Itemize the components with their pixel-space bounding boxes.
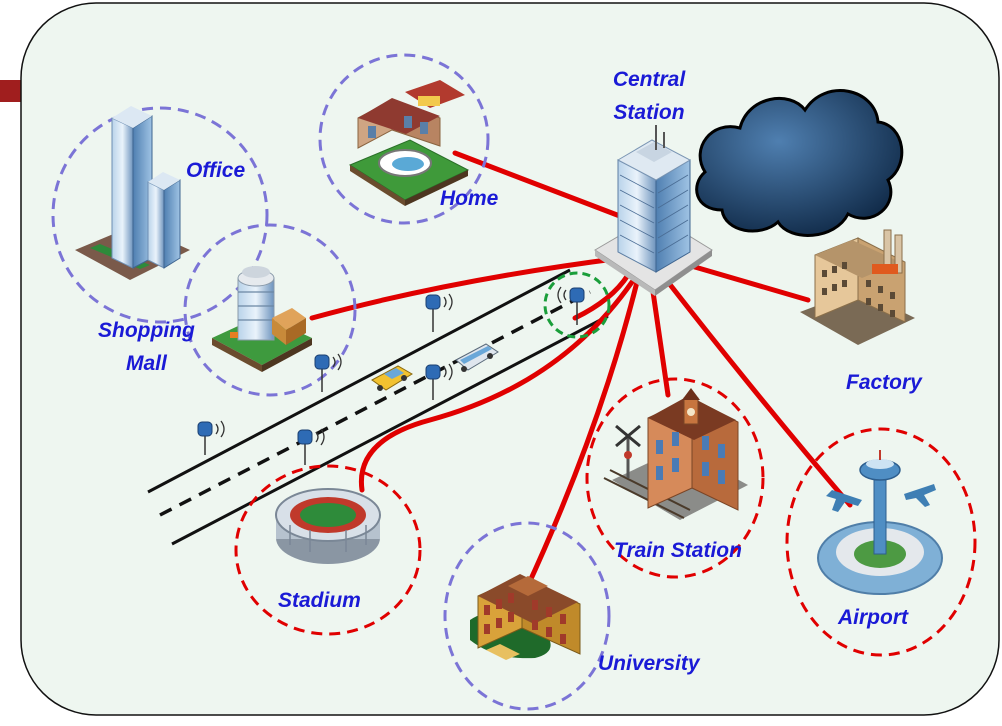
label-mall-line2: Mall — [126, 352, 168, 375]
network-links — [309, 150, 853, 595]
link-train — [649, 282, 671, 398]
sensor-circle — [543, 271, 611, 339]
label-office: Office — [186, 159, 245, 182]
link-factory — [685, 262, 811, 303]
mall-circle — [183, 223, 357, 397]
label-airport: Airport — [837, 606, 909, 629]
house-icon — [348, 80, 470, 206]
home-circle — [318, 53, 490, 225]
airport-circle — [785, 427, 977, 657]
stadium-circle — [234, 464, 422, 636]
sensor-icon — [197, 420, 225, 455]
university-icon — [470, 574, 581, 660]
sensor-icon — [425, 293, 453, 332]
sensor-icon — [314, 353, 342, 392]
label-stadium: Stadium — [278, 589, 361, 612]
label-train-station: Train Station — [614, 539, 742, 562]
label-university: University — [598, 652, 701, 675]
road-sensors — [197, 286, 585, 465]
airport-icon — [817, 450, 943, 595]
label-central-line1: Central — [613, 68, 687, 91]
skyscraper-icon — [594, 125, 713, 296]
factory-icon — [800, 229, 915, 345]
sensor-icon — [557, 286, 585, 325]
label-mall-line1: Shopping — [98, 319, 195, 342]
train-circle — [585, 377, 765, 579]
mall-building-icon — [212, 266, 312, 372]
sensor-icon — [425, 363, 453, 400]
link-mall — [309, 255, 625, 321]
university-circle — [443, 521, 611, 711]
car-icon — [371, 365, 413, 391]
bus-icon — [455, 343, 499, 372]
office-circle — [51, 106, 269, 324]
link-university — [522, 279, 640, 595]
office-tower-icon — [75, 106, 190, 280]
storm-cloud-icon — [695, 89, 904, 237]
link-road — [572, 272, 631, 321]
link-stadium — [358, 279, 635, 493]
train-station-icon — [603, 388, 748, 520]
label-home: Home — [440, 187, 499, 210]
road — [147, 268, 609, 546]
stadium-icon — [275, 488, 381, 564]
label-factory: Factory — [846, 371, 923, 394]
label-central-line2: Station — [613, 101, 684, 124]
link-airport — [665, 279, 853, 508]
sensor-icon — [297, 428, 325, 465]
